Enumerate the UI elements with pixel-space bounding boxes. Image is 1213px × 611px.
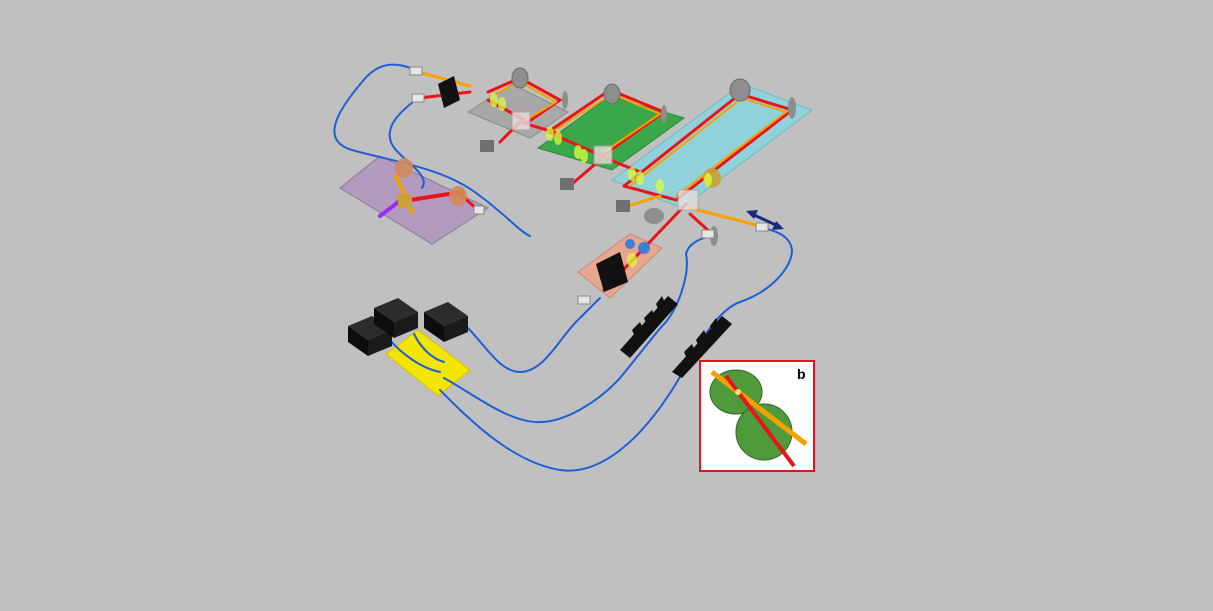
mirror-cyan-2: [788, 97, 796, 119]
crystal-purple: [398, 194, 412, 208]
base-plates: [339, 83, 814, 397]
fiber-yellow-left-a: [413, 333, 445, 363]
detector-box-3: [424, 302, 468, 342]
fiber-coupler-4: [701, 229, 715, 239]
isolator-block-top: [438, 76, 460, 108]
fiber-coupler-3: [577, 295, 591, 305]
mirror-gray-2: [562, 91, 568, 109]
mirror-purple-1: [395, 158, 413, 178]
optical-components: [395, 66, 796, 305]
lens-group: [490, 93, 712, 267]
fiber-polarization-controllers: [620, 296, 732, 378]
beam-splitter-cube-3: [677, 189, 699, 211]
fiber-coupler-1: [409, 66, 423, 76]
beam-splitter-cube-2: [593, 145, 613, 165]
photodiode-gray-3: [616, 200, 630, 212]
inset-beam-orange: [710, 370, 808, 446]
inset-panel-b: [699, 360, 815, 472]
fiber-to-detector-right: [465, 297, 601, 374]
beam-splitter-cube-1: [511, 111, 531, 131]
blue-optic-peach: [638, 242, 650, 254]
beam-cavity-cyan-orange: [629, 96, 789, 197]
photodiode-gray-1: [480, 140, 494, 152]
mirror-bottom-cyan: [644, 208, 664, 224]
translation-arrow: [746, 210, 784, 230]
mirror-cyan-1: [729, 78, 751, 102]
fiber-lower-long: [439, 227, 794, 472]
fiber-yellow-left-b: [389, 339, 441, 373]
isolator-block-peach: [596, 252, 628, 292]
detector-box-2: [374, 298, 418, 338]
blue-optic-peach-2: [625, 239, 635, 249]
fiber-coupler-2: [411, 93, 425, 103]
mirror-gray-1: [511, 67, 529, 89]
beam-output-orange: [688, 206, 762, 228]
beam-output-red: [688, 212, 712, 234]
mirror-green-1: [603, 83, 621, 105]
cyan-cavity-plate: [610, 83, 814, 209]
fiber-coupler-6: [473, 205, 485, 215]
fiber-left-loop: [333, 63, 531, 237]
mirror-green-2: [661, 105, 667, 123]
inset-label: b: [797, 366, 806, 382]
mirror-purple-2: [449, 186, 467, 206]
detectors: [348, 298, 468, 356]
fiber-coupler-5: [755, 222, 769, 232]
beam-fiber-input-right: [626, 194, 662, 208]
optical-fibers: [333, 63, 794, 472]
fiber-upper-long: [443, 235, 713, 424]
beam-cavity-gray-orange: [489, 80, 558, 121]
beam-orange-input: [416, 70, 472, 88]
fiber-inner-loop: [388, 97, 425, 189]
detector-box-1: [348, 316, 392, 356]
beam-cavity-green-orange: [551, 92, 663, 153]
yellow-fiber-plate: [385, 329, 471, 397]
photodiode-gray-2: [560, 178, 574, 190]
